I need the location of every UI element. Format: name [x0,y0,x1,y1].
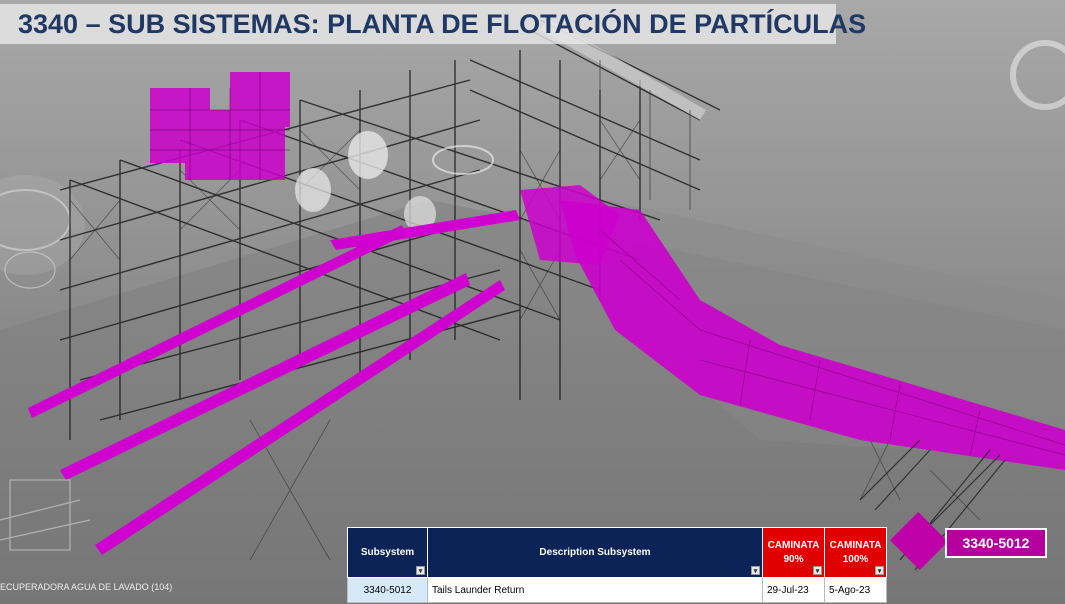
cell-walk90[interactable]: 29-Jul-23 [762,577,825,603]
filter-dropdown-icon[interactable]: ▾ [751,566,760,575]
col-subsystem-label: Subsystem [360,547,415,558]
cell-description[interactable]: Tails Launder Return [427,577,763,603]
subsystem-table: Subsystem ▾ Description Subsystem ▾ CAMI… [347,527,887,603]
col-walk90-label-1: CAMINATA [767,539,820,551]
col-walk90-label-2: 90% [783,553,804,565]
col-subsystem-header[interactable]: Subsystem ▾ [347,527,428,578]
cell-subsystem[interactable]: 3340-5012 [347,577,428,603]
view-cube-icon[interactable] [1010,40,1065,110]
col-walk90-header[interactable]: CAMINATA 90% ▾ [762,527,825,578]
page-title: 3340 – SUB SISTEMAS: PLANTA DE FLOTACIÓN… [0,4,866,44]
col-description-label: Description Subsystem [539,547,651,558]
col-description-header[interactable]: Description Subsystem ▾ [427,527,763,578]
table-header-row: Subsystem ▾ Description Subsystem ▾ CAMI… [347,527,887,578]
col-walk100-label-2: 100% [842,553,869,565]
filter-dropdown-icon[interactable]: ▾ [813,566,822,575]
viewport-caption: ECUPERADORA AGUA DE LAVADO (104) [0,582,173,592]
cell-walk100[interactable]: 5-Ago-23 [824,577,887,603]
subsystem-badge: 3340-5012 [945,528,1047,558]
table-row[interactable]: 3340-5012 Tails Launder Return 29-Jul-23… [347,577,887,603]
col-walk100-label-1: CAMINATA [829,539,882,551]
filter-dropdown-icon[interactable]: ▾ [416,566,425,575]
filter-dropdown-icon[interactable]: ▾ [875,566,884,575]
col-walk100-header[interactable]: CAMINATA 100% ▾ [824,527,887,578]
